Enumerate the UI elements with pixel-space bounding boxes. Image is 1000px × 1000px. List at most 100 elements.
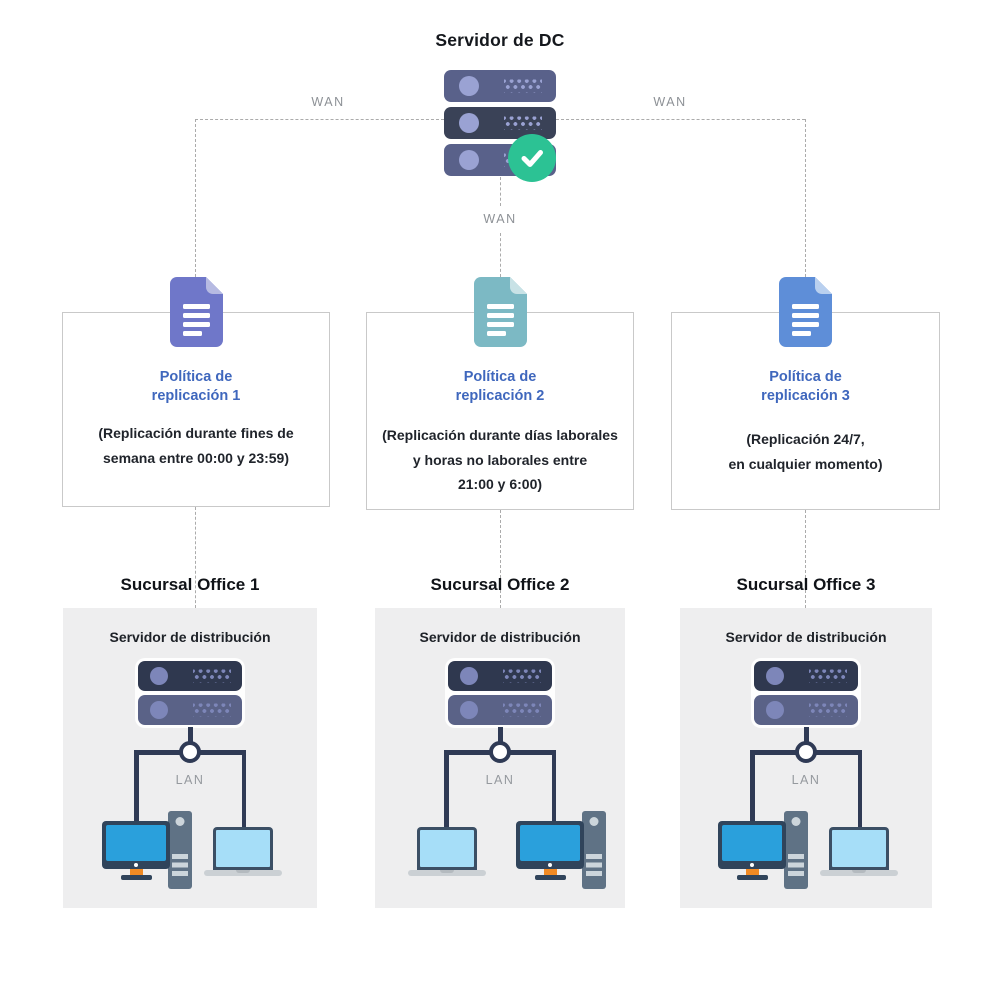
page-title: Servidor de DC [435, 30, 565, 50]
pc-screen [106, 825, 166, 861]
wan-link-left-vertical [195, 119, 196, 277]
laptop-icon [204, 827, 282, 879]
desktop-computer-icon [718, 811, 808, 893]
pc-tower [784, 811, 808, 889]
office-1-title: Sucursal Office 1 [120, 575, 260, 594]
policy-description: (Replicación durante días laborales y ho… [367, 423, 633, 497]
lan-drop-left [444, 750, 449, 836]
office-2-panel: Servidor de distribución LAN [375, 608, 625, 908]
server-rack-row [448, 695, 552, 725]
distribution-server-icon [751, 658, 861, 728]
server-vents [193, 669, 231, 683]
policy-title: Política de replicación 2 [367, 368, 633, 406]
policy-description: (Replicación durante fines de semana ent… [63, 421, 329, 470]
server-led [459, 150, 479, 170]
server-led [460, 701, 478, 719]
lan-stem-line [187, 727, 193, 745]
distribution-server-label: Servidor de distribución [109, 629, 271, 645]
link-policy1-office1 [195, 507, 196, 608]
server-led [459, 76, 479, 96]
pc-tower [582, 811, 606, 889]
wan-label-right: WAN [653, 95, 687, 109]
wan-label-center: WAN [483, 212, 517, 226]
pc-screen [722, 825, 782, 861]
pc-stand [130, 869, 143, 876]
pc-base [737, 875, 768, 880]
policy-title-line2: replicación 2 [455, 388, 545, 404]
server-rack-row [444, 70, 556, 102]
link-policy3-office3 [805, 510, 806, 608]
lan-label: LAN [485, 773, 515, 787]
laptop-screen-frame [829, 827, 889, 870]
policy-desc-line: (Replicación durante fines de [98, 425, 294, 441]
server-vents [503, 669, 541, 683]
wan-link-right-horizontal [556, 119, 805, 120]
policy-title-line1: Política de [159, 369, 233, 385]
pc-base [535, 875, 566, 880]
pc-stand [746, 869, 759, 876]
lan-label: LAN [175, 773, 205, 787]
server-led [460, 667, 478, 685]
lan-stem-line [497, 727, 503, 745]
server-vents [503, 703, 541, 717]
distribution-server-label: Servidor de distribución [725, 629, 887, 645]
wan-link-center-vertical-lower [500, 233, 501, 277]
policy-title: Política de replicación 3 [672, 368, 939, 406]
lan-hub-node [795, 741, 817, 763]
server-vents [504, 79, 542, 93]
policy-title-line2: replicación 3 [761, 388, 850, 404]
office-3-panel: Servidor de distribución LAN [680, 608, 932, 908]
policy-desc-line: en cualquier momento) [728, 455, 883, 472]
policy-title-line1: Política de [463, 369, 537, 385]
server-vents [809, 703, 847, 717]
laptop-screen [216, 830, 270, 867]
server-rack-row [754, 661, 858, 691]
server-vents [809, 669, 847, 683]
laptop-screen [832, 830, 886, 867]
success-check-icon [508, 134, 556, 182]
policy-desc-line: 21:00 y 6:00) [457, 476, 543, 492]
wan-link-right-vertical [805, 119, 806, 277]
server-led [150, 701, 168, 719]
server-vents [504, 116, 542, 130]
laptop-base [820, 870, 898, 876]
office-2-title: Sucursal Office 2 [430, 575, 570, 594]
pc-monitor [516, 821, 584, 869]
document-icon [170, 277, 223, 347]
document-icon [779, 277, 832, 347]
laptop-icon [408, 827, 486, 879]
office-1-panel: Servidor de distribución LAN [63, 608, 317, 908]
pc-monitor [102, 821, 170, 869]
policy-title-line2: replicación 1 [151, 388, 241, 404]
wan-link-left-horizontal [195, 119, 444, 120]
server-vents [193, 703, 231, 717]
lan-label: LAN [791, 773, 821, 787]
policy-desc-line: (Replicación 24/7, [746, 431, 865, 447]
server-rack-row [138, 661, 242, 691]
pc-screen [520, 825, 580, 861]
server-led [459, 113, 479, 133]
laptop-screen-frame [213, 827, 273, 870]
laptop-screen-frame [417, 827, 477, 870]
policy-title-line1: Política de [769, 369, 842, 385]
policy-title: Política de replicación 1 [63, 368, 329, 406]
wan-label-left: WAN [311, 95, 345, 109]
link-policy2-office2 [500, 510, 501, 608]
server-led [766, 701, 784, 719]
server-rack-row [754, 695, 858, 725]
lan-drop-right [551, 750, 556, 824]
lan-drop-right [857, 750, 862, 836]
desktop-computer-icon [102, 811, 192, 893]
policy-description: (Replicación 24/7, en cualquier momento) [672, 427, 939, 476]
pc-stand [544, 869, 557, 876]
policy-desc-line: (Replicación durante días laborales [382, 427, 618, 443]
desktop-computer-icon [516, 811, 606, 893]
policy-desc-line: semana entre 00:00 y 23:59) [103, 449, 289, 466]
lan-hub-node [489, 741, 511, 763]
laptop-icon [820, 827, 898, 879]
laptop-base [408, 870, 486, 876]
pc-monitor [718, 821, 786, 869]
pc-base [121, 875, 152, 880]
server-rack-row [138, 695, 242, 725]
